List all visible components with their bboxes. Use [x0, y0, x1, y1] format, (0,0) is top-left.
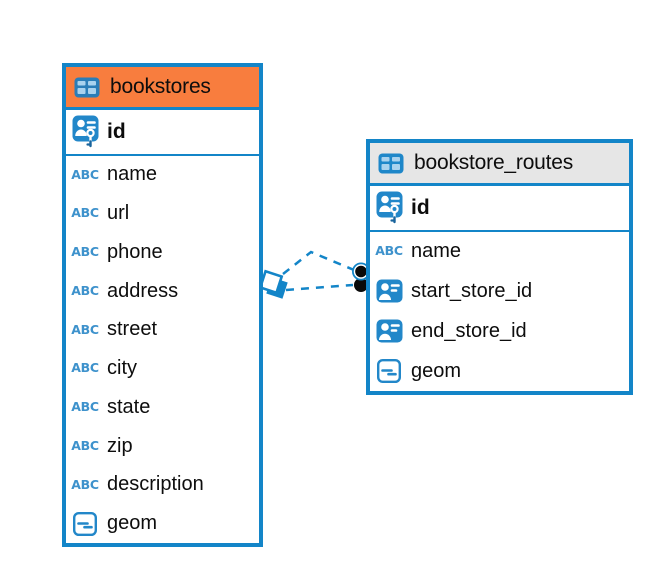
reference-type-icon — [375, 279, 403, 303]
column-name: address — [107, 279, 179, 302]
column-row-end-store-id[interactable]: end_store_id — [370, 311, 629, 351]
text-type-icon: ABC — [71, 244, 99, 260]
column-name: start_store_id — [411, 279, 533, 302]
primary-key-icon — [375, 191, 403, 224]
column-row-id[interactable]: id — [370, 186, 629, 232]
text-type-icon: ABC — [71, 205, 99, 221]
column-name: end_store_id — [411, 319, 527, 342]
column-name: id — [411, 195, 430, 219]
column-row-start-store-id[interactable]: start_store_id — [370, 271, 629, 311]
column-name: city — [107, 357, 137, 380]
primary-key-icon — [71, 115, 99, 148]
column-row-state[interactable]: ABC state — [66, 388, 259, 427]
column-row-zip[interactable]: ABC zip — [66, 427, 259, 466]
column-row-description[interactable]: ABC description — [66, 466, 259, 505]
text-type-icon: ABC — [71, 437, 99, 453]
column-row-street[interactable]: ABC street — [66, 311, 259, 350]
geometry-type-icon — [71, 511, 99, 536]
column-name: geom — [107, 512, 158, 535]
column-row-address[interactable]: ABC address — [66, 272, 259, 311]
reference-type-icon — [375, 319, 403, 343]
geometry-type-icon — [375, 359, 403, 383]
column-name: state — [107, 395, 151, 418]
text-type-icon: ABC — [71, 166, 99, 182]
column-name: name — [411, 239, 462, 262]
relationship-line-start-store[interactable] — [282, 250, 355, 275]
text-type-icon: ABC — [375, 243, 403, 259]
table-header[interactable]: bookstores — [66, 67, 259, 110]
column-row-name[interactable]: ABC name — [66, 156, 259, 195]
text-type-icon: ABC — [71, 321, 99, 337]
column-row-geom[interactable]: geom — [370, 351, 629, 391]
column-name: phone — [107, 240, 163, 263]
table-title: bookstore_routes — [414, 151, 574, 174]
table-icon — [377, 153, 405, 174]
column-name: street — [107, 318, 158, 341]
table-icon — [73, 77, 101, 98]
column-row-name[interactable]: ABC name — [370, 232, 629, 272]
text-type-icon: ABC — [71, 282, 99, 298]
text-type-icon: ABC — [71, 476, 99, 492]
text-type-icon: ABC — [71, 399, 99, 415]
column-name: id — [107, 119, 126, 143]
column-name: zip — [107, 434, 133, 457]
column-row-id[interactable]: id — [66, 110, 259, 156]
column-row-url[interactable]: ABC url — [66, 194, 259, 233]
table-bookstore-routes[interactable]: bookstore_routes id ABC name — [366, 139, 633, 395]
column-name: name — [107, 163, 158, 186]
column-name: geom — [411, 359, 462, 382]
column-name: url — [107, 202, 130, 225]
column-row-city[interactable]: ABC city — [66, 349, 259, 388]
relationship-source-marker[interactable] — [258, 269, 288, 299]
table-title: bookstores — [110, 75, 211, 98]
table-bookstores[interactable]: bookstores id ABC name — [62, 63, 263, 547]
text-type-icon: ABC — [71, 360, 99, 376]
column-name: description — [107, 473, 204, 496]
column-row-geom[interactable]: geom — [66, 504, 259, 543]
column-row-phone[interactable]: ABC phone — [66, 233, 259, 272]
table-header[interactable]: bookstore_routes — [370, 143, 629, 186]
relationship-line-end-store[interactable] — [285, 283, 354, 292]
